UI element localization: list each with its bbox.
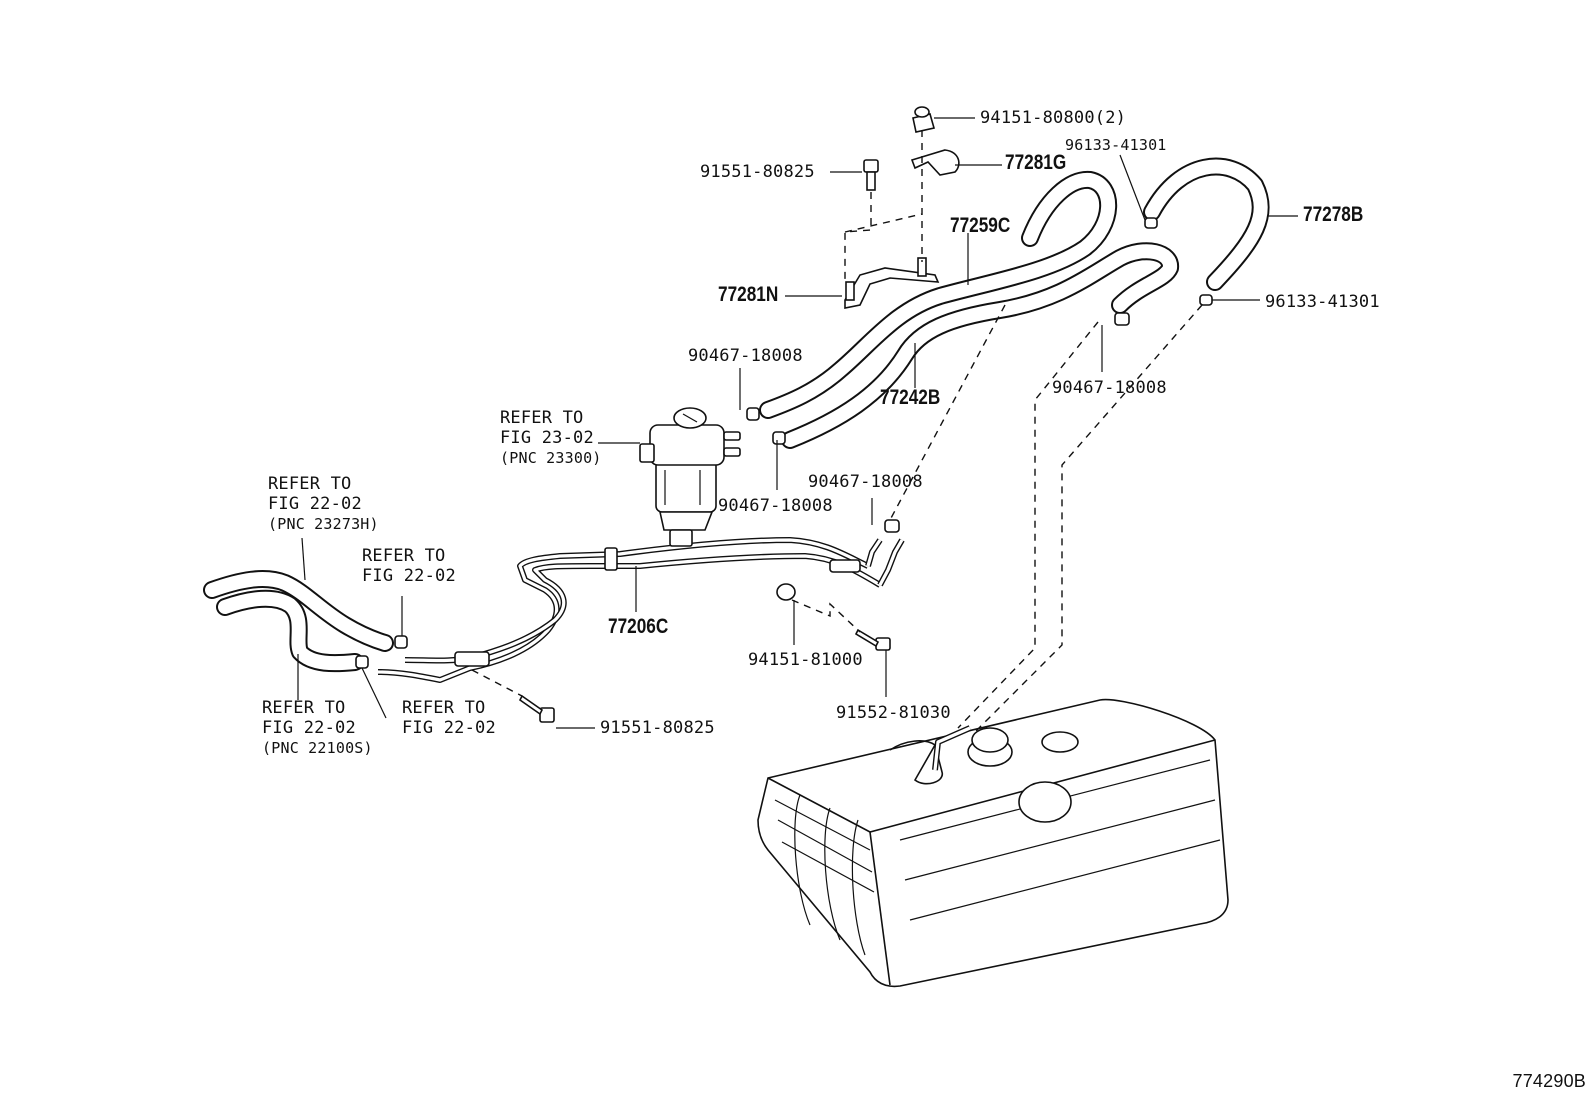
bracket-77281N — [844, 257, 940, 309]
refer-fig23-line1: REFER TO — [500, 408, 584, 428]
refer-fig22b-line1: REFER TO — [362, 546, 446, 566]
refer-fig22c-line2: FIG 22-02 — [262, 718, 356, 738]
label-90467-18008-a: 90467-18008 — [688, 346, 803, 366]
label-91552-81030: 91552-81030 — [836, 703, 951, 723]
refer-fig22-02-d: REFER TO FIG 22-02 — [402, 698, 496, 738]
label-96133-41301-right: 96133-41301 — [1265, 292, 1380, 312]
fuel-pipe-77206C — [377, 537, 905, 683]
refer-fig22b-line2: FIG 22-02 — [362, 566, 456, 586]
refer-fig23-line2: FIG 23-02 — [500, 428, 594, 448]
refer-fig22-02-a: REFER TO FIG 22-02 (PNC 23273H) — [268, 474, 379, 534]
hose-77259C — [759, 170, 1118, 419]
label-77281G: 77281G — [1005, 151, 1067, 174]
refer-fig22-02-b: REFER TO FIG 22-02 — [362, 546, 456, 586]
label-90467-18008-b: 90467-18008 — [1052, 378, 1167, 398]
refer-fig22d-line1: REFER TO — [402, 698, 486, 718]
clamp-77281G — [910, 149, 960, 176]
bolt-91551-80825-bottom — [518, 694, 555, 723]
bolt-91552-81030 — [854, 628, 891, 651]
refer-fig23-line3: (PNC 23300) — [500, 449, 602, 467]
bolt-91551-80825-top — [863, 159, 879, 191]
refer-fig23-02: REFER TO FIG 23-02 (PNC 23300) — [500, 408, 602, 468]
refer-fig22-02-c: REFER TO FIG 22-02 (PNC 22100S) — [262, 698, 373, 758]
label-96133-41301-top: 96133-41301 — [1065, 136, 1167, 154]
label-77259C: 77259C — [950, 214, 1011, 237]
refer-fig22c-line1: REFER TO — [262, 698, 346, 718]
label-91551-80825-top: 91551-80825 — [700, 162, 815, 182]
fuel-tank — [757, 698, 1229, 988]
refer-fig22a-line3: (PNC 23273H) — [268, 515, 379, 533]
label-77281N: 77281N — [718, 283, 779, 306]
refer-fig22a-line2: FIG 22-02 — [268, 494, 362, 514]
label-77278B: 77278B — [1303, 203, 1364, 226]
figure-id: 774290B — [1512, 1071, 1586, 1091]
label-94151-80800: 94151-80800(2) — [980, 108, 1127, 128]
hose-77242B — [781, 242, 1179, 449]
label-77206C: 77206C — [608, 615, 669, 638]
leader-lines — [297, 117, 1298, 729]
refer-fig22c-line3: (PNC 22100S) — [262, 739, 373, 757]
label-94151-81000: 94151-81000 — [748, 650, 863, 670]
left-hoses — [203, 570, 394, 673]
label-90467-18008-c: 90467-18008 — [808, 472, 923, 492]
nut-94151-81000 — [776, 583, 796, 601]
label-77242B: 77242B — [880, 386, 941, 409]
nut-94151-80800 — [912, 106, 936, 133]
dashed-guides — [471, 130, 1203, 733]
refer-fig22a-line1: REFER TO — [268, 474, 352, 494]
label-91551-80825-bottom: 91551-80825 — [600, 718, 715, 738]
refer-fig22d-line2: FIG 22-02 — [402, 718, 496, 738]
hose-77278B — [1143, 157, 1270, 291]
fuel-filter — [639, 407, 741, 547]
label-90467-18008-d: 90467-18008 — [718, 496, 833, 516]
